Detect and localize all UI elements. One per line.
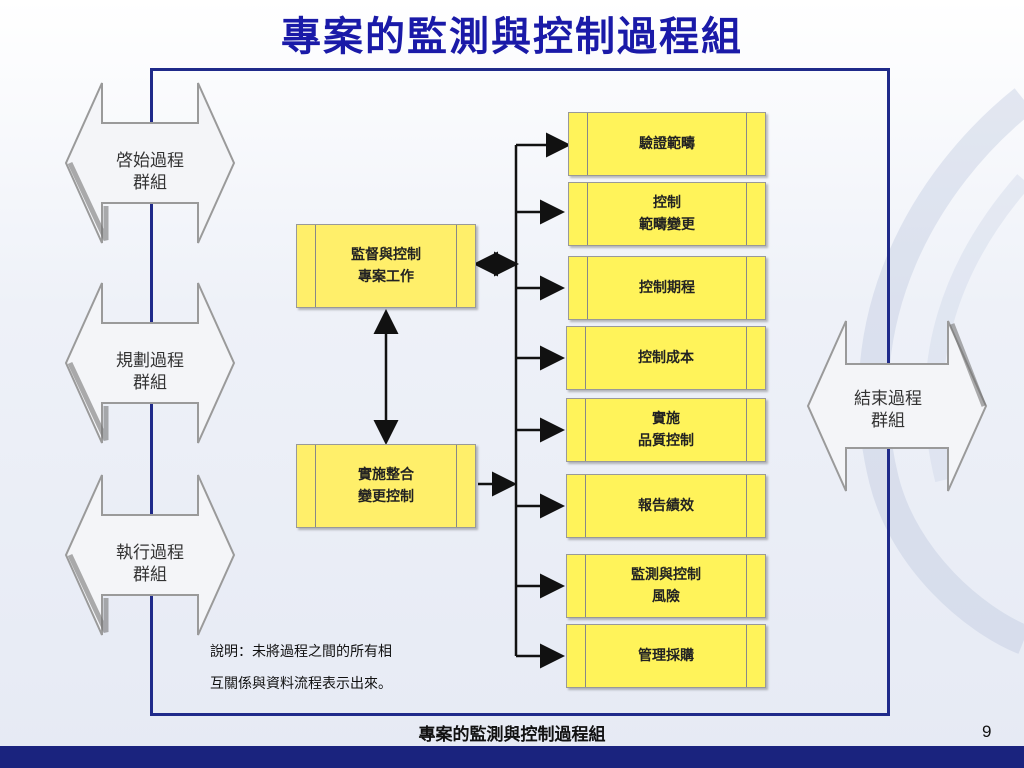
executing-line: 執行過程 群組	[116, 543, 184, 585]
executing-group-label: 執行過程 群組	[82, 542, 218, 586]
closing-group-arrow	[806, 320, 988, 492]
process-label: 控制 範疇變更	[639, 195, 695, 233]
planning-line: 規劃過程 群組	[116, 351, 184, 393]
planning-group-label: 規劃過程 群組	[82, 350, 218, 394]
integrated-change-control-box: 實施整合 變更控制	[296, 444, 476, 528]
closing-group-label: 結束過程 群組	[818, 388, 958, 432]
page-number: 9	[982, 722, 992, 741]
initiating-line: 啓始過程 群組	[116, 151, 184, 193]
process-box-performance: 報告績效	[566, 474, 766, 538]
planning-group-arrow	[64, 282, 236, 444]
process-label: 控制成本	[638, 350, 694, 366]
diagram-note: 說明：未將過程之間的所有相 互關係與資料流程表示出來。	[210, 642, 392, 694]
footer-title: 專案的監測與控制過程組	[418, 725, 606, 745]
process-label: 報告績效	[638, 498, 694, 514]
process-label: 監測與控制 風險	[631, 567, 701, 605]
process-box-verify-scope: 驗證範疇	[568, 112, 766, 176]
executing-group-arrow	[64, 474, 236, 636]
footer-bar	[0, 746, 1024, 768]
initiating-group-label: 啓始過程 群組	[82, 150, 218, 194]
monitor-control-work-box: 監督與控制 專案工作	[296, 224, 476, 308]
integrated-change-control-label: 實施整合 變更控制	[358, 467, 414, 505]
process-box-risk: 監測與控制 風險	[566, 554, 766, 618]
page-title: 專案的監測與控制過程組	[281, 13, 743, 60]
process-label: 控制期程	[639, 280, 695, 296]
process-box-procurement: 管理採購	[566, 624, 766, 688]
process-label: 驗證範疇	[639, 136, 695, 152]
closing-line: 結束過程 群組	[854, 389, 922, 431]
process-label: 管理採購	[638, 648, 694, 664]
initiating-group-arrow	[64, 82, 236, 244]
process-box-cost: 控制成本	[566, 326, 766, 390]
note-line-1: 說明：未將過程之間的所有相	[210, 644, 392, 660]
process-box-scope-change: 控制 範疇變更	[568, 182, 766, 246]
note-line-2: 互關係與資料流程表示出來。	[210, 676, 392, 692]
process-label: 實施 品質控制	[638, 411, 694, 449]
monitor-control-work-label: 監督與控制 專案工作	[351, 247, 421, 285]
process-box-quality: 實施 品質控制	[566, 398, 766, 462]
process-box-schedule: 控制期程	[568, 256, 766, 320]
